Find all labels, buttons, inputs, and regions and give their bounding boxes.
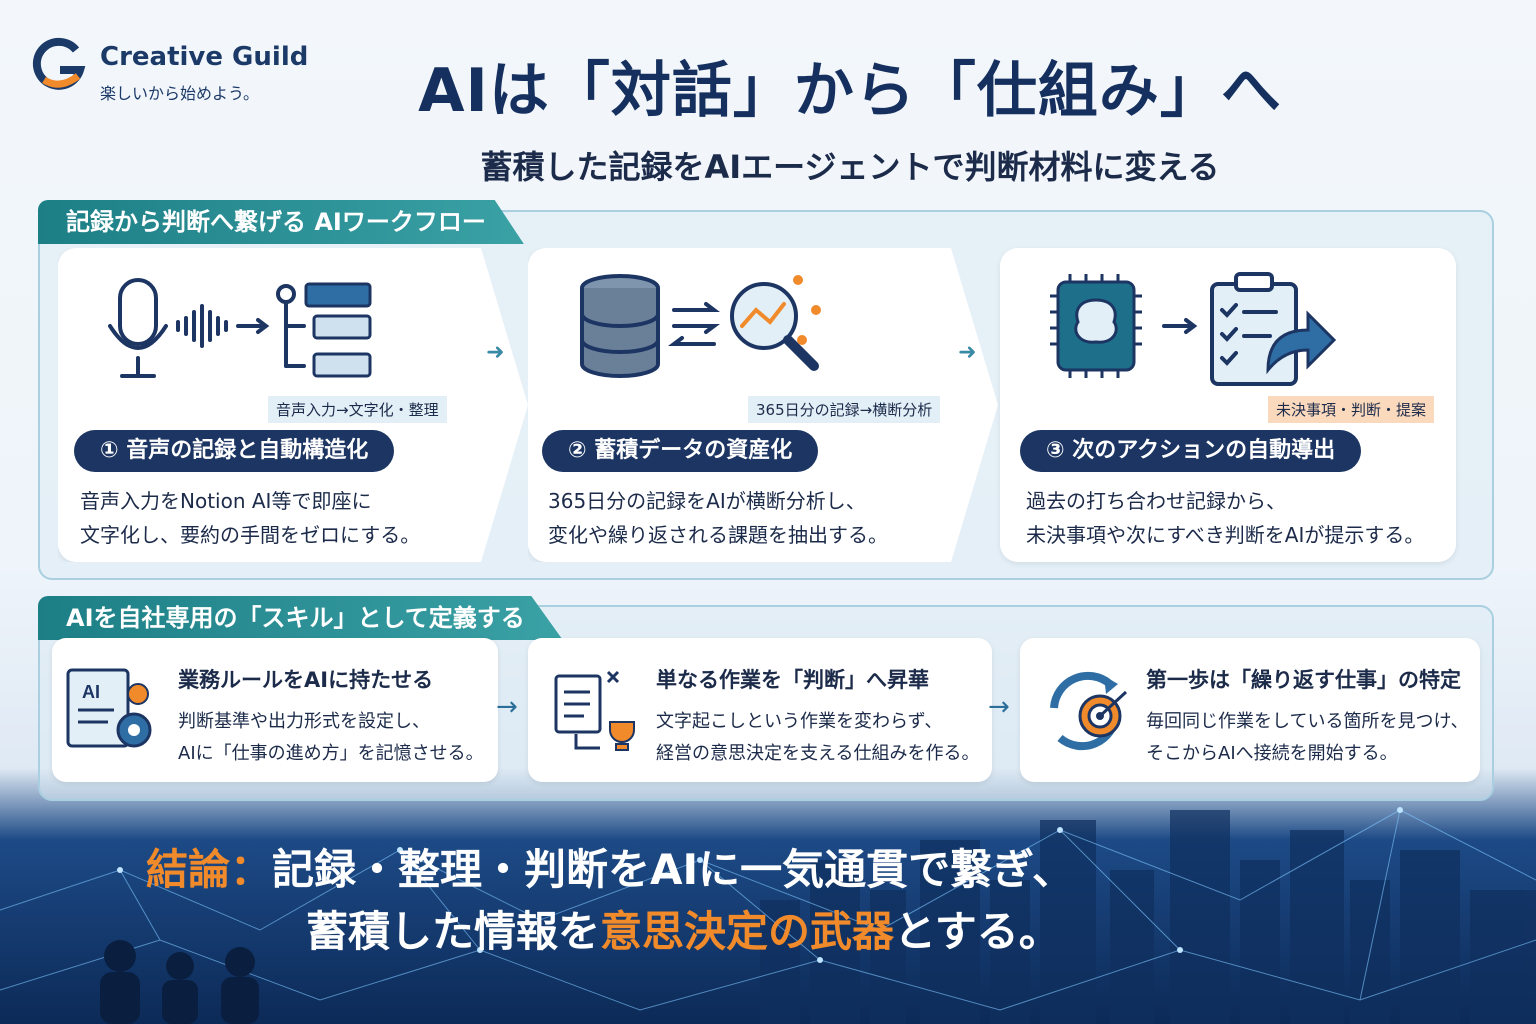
workflow-step-title-1: ① 音声の記録と自動構造化	[74, 430, 395, 472]
conclusion-line-2: 蓄積した情報を意思決定の武器とする。	[306, 898, 1061, 959]
brand-name: Creative Guild	[100, 42, 309, 72]
skill-desc-1: 判断基準や出力形式を設定し、 AIに「仕事の進め方」を記憶させる。	[178, 706, 484, 770]
conclusion-text-1: 記録・整理・判断をAIに一気通貫で繋ぎ、	[272, 845, 1075, 894]
chevron-right-icon: ➜	[958, 340, 977, 365]
page-title: AIは「対話」から「仕組み」へ	[418, 56, 1282, 126]
desc-line: 判断基準や出力形式を設定し、	[178, 711, 430, 732]
logo-icon	[32, 37, 86, 90]
ai-book-gear-icon: AI	[66, 668, 152, 748]
desc-line: 変化や繰り返される課題を抽出する。	[548, 523, 888, 547]
workflow-step-desc-1: 音声入力をNotion AI等で即座に 文字化し、要約の手間をゼロにする。	[80, 484, 480, 552]
database-analysis-icon	[580, 274, 821, 378]
conclusion-line-1: 結論：記録・整理・判断をAIに一気通貫で繋ぎ、	[146, 836, 1074, 897]
chevron-right-icon: ➜	[486, 340, 505, 365]
conclusion-label: 結論：	[146, 845, 273, 894]
desc-line: 毎回同じ作業をしている箇所を見つけ、	[1146, 711, 1469, 732]
desc-line: 文字起こしという作業を変わらず、	[656, 711, 943, 732]
page-subtitle: 蓄積した記録をAIエージェントで判断材料に変える	[480, 148, 1220, 186]
skill-card-2	[528, 638, 992, 782]
desc-line: 音声入力をNotion AI等で即座に	[80, 489, 372, 513]
workflow-step-title-3: ③ 次のアクションの自動導出	[1020, 430, 1362, 472]
desc-line: 365日分の記録をAIが横断分析し、	[548, 489, 866, 513]
desc-line: 文字化し、要約の手間をゼロにする。	[80, 523, 421, 547]
skill-desc-2: 文字起こしという作業を変わらず、 経営の意思決定を支える仕組みを作る。	[656, 706, 979, 770]
conclusion-text-2b: とする。	[894, 907, 1061, 956]
desc-line: 過去の打ち合わせ記録から、	[1026, 489, 1286, 513]
cycle-target-icon	[1050, 671, 1128, 751]
workflow-step-desc-3: 過去の打ち合わせ記録から、 未決事項や次にすべき判断をAIが提示する。	[1026, 484, 1466, 552]
workflow-caption-1: 音声入力→文字化・整理	[268, 396, 447, 423]
microphone-to-structure-icon	[108, 278, 372, 378]
arrow-right-icon: →	[496, 692, 518, 722]
skill-title-3: 第一歩は「繰り返す仕事」の特定	[1146, 668, 1461, 692]
workflow-caption-3: 未決事項・判断・提案	[1268, 396, 1435, 423]
conclusion-emphasis: 意思決定の武器	[600, 907, 895, 956]
network-background	[0, 807, 1536, 1024]
skill-title-1: 業務ルールをAIに持たせる	[178, 668, 434, 692]
desc-line: AIに「仕事の進め方」を記憶させる。	[178, 743, 484, 764]
skills-section-label: AIを自社専用の「スキル」として定義する	[38, 596, 563, 640]
document-trophy-icon	[554, 670, 635, 751]
desc-line: 経営の意思決定を支える仕組みを作る。	[656, 743, 980, 764]
workflow-step-title-2: ② 蓄積データの資産化	[542, 430, 819, 472]
desc-line: 未決事項や次にすべき判断をAIが提示する。	[1026, 523, 1425, 547]
skill-title-2: 単なる作業を「判断」へ昇華	[656, 668, 929, 692]
ai-chip-checklist-icon	[1050, 272, 1337, 386]
svg-text:AI: AI	[82, 682, 100, 702]
desc-line: そこからAIへ接続を開始する。	[1146, 743, 1398, 764]
conclusion-text-2a: 蓄積した情報を	[306, 907, 601, 956]
workflow-section-label: 記録から判断へ繋げる AIワークフロー	[38, 200, 524, 244]
skill-desc-3: 毎回同じ作業をしている箇所を見つけ、 そこからAIへ接続を開始する。	[1146, 706, 1469, 770]
workflow-caption-2: 365日分の記録→横断分析	[748, 396, 941, 423]
brand-tagline: 楽しいから始めよう。	[100, 84, 260, 103]
workflow-step-desc-2: 365日分の記録をAIが横断分析し、 変化や繰り返される課題を抽出する。	[548, 484, 948, 552]
arrow-right-icon: →	[988, 692, 1010, 722]
